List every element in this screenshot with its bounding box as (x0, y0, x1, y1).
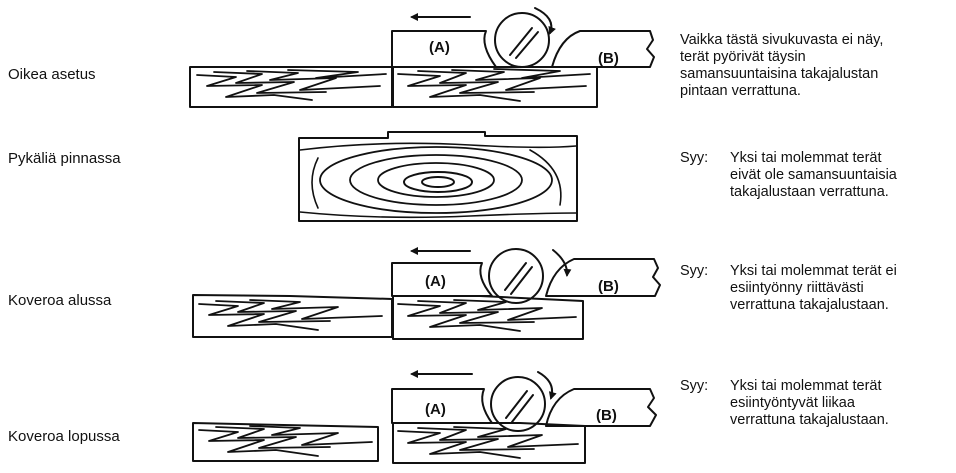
label-b: (B) (598, 278, 619, 295)
infeed-table-a (391, 30, 497, 68)
row-label-pykalia-pinnassa: Pykäliä pinnassa (8, 150, 121, 167)
note-line: Vaikka tästä sivukuvasta ei näy, (680, 32, 884, 48)
note-line: Yksi tai molemmat terät (730, 150, 882, 166)
note-line: Yksi tai molemmat terät (730, 378, 882, 394)
note-line: verrattuna takajalustaan. (730, 412, 889, 428)
note-prefix: Syy: (680, 378, 709, 394)
note-line: pintaan verrattuna. (680, 83, 801, 99)
note-line: verrattuna takajalustaan. (730, 297, 889, 313)
rotation-arrow (537, 371, 557, 400)
board-in-machine (392, 295, 584, 340)
note-prefix: Syy: (680, 150, 709, 166)
board-left (189, 66, 393, 108)
note-line: takajalustaan verrattuna. (730, 184, 889, 200)
label-a: (A) (425, 401, 446, 418)
cutter-head (494, 12, 550, 68)
diagram-pykalia-pinnassa (298, 131, 578, 222)
diagram-oikea-asetus: (A) (B) (189, 7, 655, 108)
note-line: terät pyörivät täysin (680, 49, 806, 65)
note-line: esiintyöntyvät liikaa (730, 395, 855, 411)
infeed-table-a (391, 262, 493, 297)
note-line: eivät ole samansuuntaisia (730, 167, 897, 183)
label-a: (A) (429, 39, 450, 56)
note-oikea-asetus: Vaikka tästä sivukuvasta ei näy, terät p… (680, 32, 883, 100)
infeed-table-a (391, 388, 493, 424)
label-b: (B) (598, 50, 619, 67)
note-koveroa-lopussa: Syy: Yksi tai molemmat terät esiintyönty… (680, 378, 889, 429)
diagram-koveroa-alussa: (A) (B) (192, 247, 661, 340)
board-left (192, 294, 393, 338)
diagram-koveroa-lopussa: (A) (B) (192, 370, 657, 464)
outfeed-table-b (545, 388, 657, 427)
note-line: samansuuntaisina takajalustan (680, 66, 879, 82)
row-label-koveroa-lopussa: Koveroa lopussa (8, 428, 120, 445)
note-prefix: Syy: (680, 263, 709, 279)
note-koveroa-alussa: Syy: Yksi tai molemmat terät ei esiintyö… (680, 263, 897, 314)
row-label-oikea-asetus: Oikea asetus (8, 66, 96, 83)
cutter-head (490, 376, 546, 432)
rotation-arrow (534, 7, 556, 35)
note-line: Yksi tai molemmat terät ei (730, 263, 897, 279)
label-a: (A) (425, 273, 446, 290)
snipe-board (298, 131, 578, 222)
outfeed-table-b (545, 258, 661, 297)
label-b: (B) (596, 407, 617, 424)
board-in-machine (392, 422, 586, 464)
note-line: esiintyönny riittävästi (730, 280, 864, 296)
outfeed-table-b (551, 30, 655, 68)
board-left (192, 422, 379, 462)
rotation-arrow (552, 249, 572, 277)
note-pykalia-pinnassa: Syy: Yksi tai molemmat terät eivät ole s… (680, 150, 897, 201)
row-label-koveroa-alussa: Koveroa alussa (8, 292, 112, 309)
cutter-head (488, 248, 544, 304)
board-in-machine (392, 66, 598, 108)
